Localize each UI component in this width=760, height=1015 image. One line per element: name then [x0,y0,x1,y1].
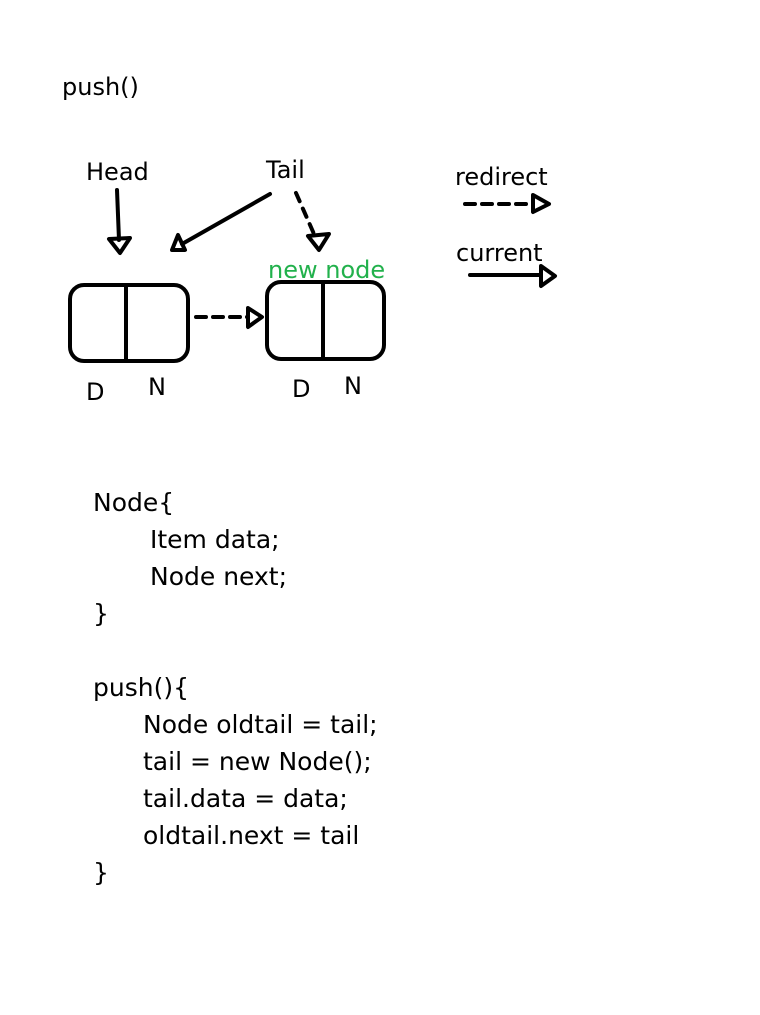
tail-label: Tail [266,156,305,184]
new-node-label: new node [268,256,386,284]
push-fn-line-6: } [93,858,109,887]
push-fn-line-5: oldtail.next = tail [143,821,360,850]
next-redirect-arrow [194,306,264,329]
legend-current-arrow [468,264,557,288]
push-fn-line-3: tail = new Node(); [143,747,372,776]
node-1-data-label: D [86,378,105,406]
tail-current-arrow [170,192,272,252]
node-struct-line-3: Node next; [150,562,287,591]
node-2-next-label: N [344,372,362,400]
node-struct-line-2: Item data; [150,525,280,554]
node-struct-line-4: } [93,599,109,628]
node-2-box [265,280,386,361]
push-fn-line-4: tail.data = data; [143,784,348,813]
tail-redirect-arrow [294,191,331,252]
legend-redirect-label: redirect [455,163,548,191]
legend-current-label: current [456,239,543,267]
push-fn-line-2: Node oldtail = tail; [143,710,378,739]
node-2-data-label: D [292,375,311,403]
legend-redirect-arrow [463,193,551,214]
push-fn-line-1: push(){ [93,673,189,702]
node-1-box [68,283,190,363]
title: push() [62,73,139,101]
node-struct-line-1: Node{ [93,488,175,517]
head-label: Head [86,158,149,186]
head-pointer-arrow [107,188,132,255]
node-1-next-label: N [148,373,166,401]
